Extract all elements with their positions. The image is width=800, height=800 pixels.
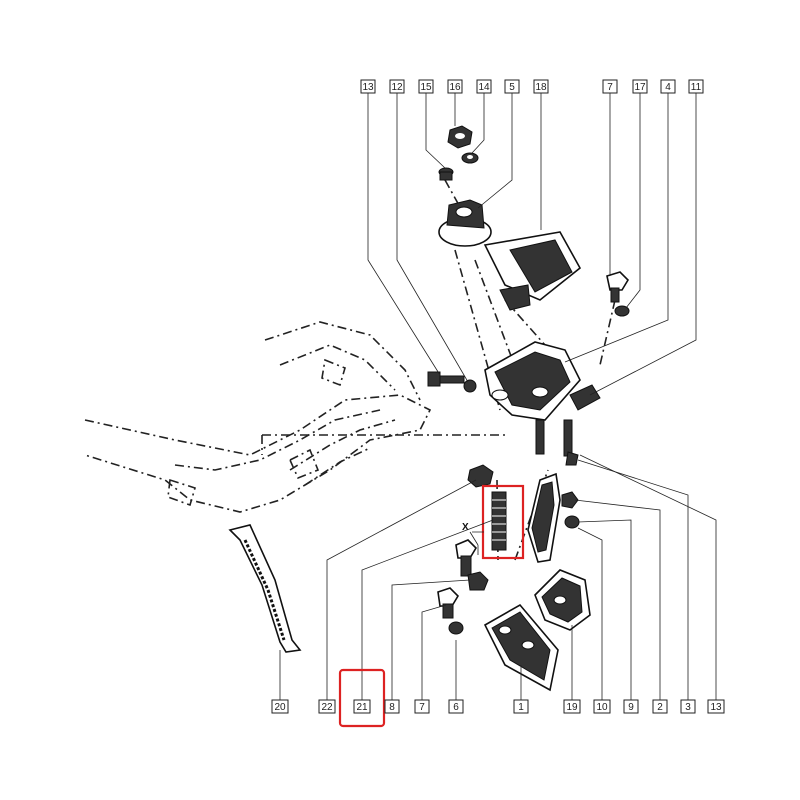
svg-text:21: 21 bbox=[356, 702, 368, 713]
svg-text:15: 15 bbox=[420, 82, 432, 93]
callout-top-7: 7 bbox=[602, 79, 618, 94]
bolt-8 bbox=[455, 539, 478, 577]
callout-bottom-2: 2 bbox=[652, 699, 668, 714]
svg-text:1: 1 bbox=[518, 702, 524, 713]
callout-bottom-9: 9 bbox=[623, 699, 639, 714]
bracket-11 bbox=[569, 384, 601, 411]
callout-bottom-1: 1 bbox=[513, 699, 529, 714]
callout-bottom-19: 19 bbox=[563, 699, 581, 714]
callout-top-12: 12 bbox=[389, 79, 405, 94]
nut-16 bbox=[447, 125, 473, 149]
callout-bottom-13: 13 bbox=[707, 699, 725, 714]
svg-text:18: 18 bbox=[535, 82, 547, 93]
svg-text:3: 3 bbox=[685, 702, 691, 713]
svg-text:19: 19 bbox=[566, 702, 578, 713]
washer-6 bbox=[448, 621, 464, 635]
callout-bottom-7: 7 bbox=[414, 699, 430, 714]
callout-bottom-6: 6 bbox=[448, 699, 464, 714]
bracket-19 bbox=[534, 569, 591, 631]
washer-17 bbox=[614, 305, 630, 317]
svg-text:10: 10 bbox=[596, 702, 608, 713]
callout-bottom-22: 22 bbox=[318, 699, 336, 714]
callout-bottom-21: 21 bbox=[353, 699, 371, 714]
svg-text:22: 22 bbox=[321, 702, 333, 713]
svg-text:4: 4 bbox=[665, 82, 671, 93]
nut-22 bbox=[467, 464, 494, 488]
svg-text:13: 13 bbox=[710, 702, 722, 713]
callout-top-4: 4 bbox=[660, 79, 676, 94]
svg-text:8: 8 bbox=[389, 702, 395, 713]
svg-text:6: 6 bbox=[453, 702, 459, 713]
callout-bottom-8: 8 bbox=[384, 699, 400, 714]
nut-8 bbox=[467, 571, 489, 591]
svg-text:13: 13 bbox=[362, 82, 374, 93]
callout-top-16: 16 bbox=[447, 79, 463, 94]
bracket-18 bbox=[483, 231, 582, 311]
callout-bottom-3: 3 bbox=[680, 699, 696, 714]
callout-top-18: 18 bbox=[533, 79, 549, 94]
washer-15 bbox=[438, 167, 454, 181]
svg-text:14: 14 bbox=[478, 82, 490, 93]
callout-top-11: 11 bbox=[688, 79, 704, 94]
highlight-box-part-21 bbox=[481, 484, 525, 560]
callout-top-15: 15 bbox=[418, 79, 434, 94]
tie-rod-20 bbox=[228, 524, 302, 653]
bolt-12 bbox=[427, 371, 465, 387]
svg-text:20: 20 bbox=[274, 702, 286, 713]
svg-text:7: 7 bbox=[607, 82, 613, 93]
callout-top-13: 13 bbox=[360, 79, 376, 94]
stud-pair bbox=[535, 419, 579, 466]
washer-9 bbox=[564, 515, 580, 529]
nut-3 bbox=[561, 491, 579, 509]
callout-top-5: 5 bbox=[504, 79, 520, 94]
leader-lines bbox=[279, 93, 717, 700]
arm-2 bbox=[527, 472, 561, 563]
dimension-x-label: X bbox=[462, 522, 469, 533]
washer-14 bbox=[461, 152, 479, 164]
dimension-x: X bbox=[462, 522, 484, 555]
stud-21 bbox=[491, 491, 507, 551]
callout-bottom-20: 20 bbox=[271, 699, 289, 714]
svg-text:7: 7 bbox=[419, 702, 425, 713]
highlight-box-callout-21 bbox=[338, 668, 386, 728]
svg-text:17: 17 bbox=[634, 82, 646, 93]
rubber-mount-5 bbox=[438, 199, 492, 247]
support-4 bbox=[484, 341, 581, 421]
washer-13 bbox=[463, 379, 477, 393]
callout-top-14: 14 bbox=[476, 79, 492, 94]
plate-1 bbox=[483, 603, 559, 692]
svg-text:2: 2 bbox=[657, 702, 663, 713]
bolt-7-upper bbox=[606, 271, 630, 303]
subframe-outline bbox=[84, 321, 505, 513]
callout-bottom-10: 10 bbox=[593, 699, 611, 714]
svg-text:9: 9 bbox=[628, 702, 634, 713]
svg-text:11: 11 bbox=[691, 82, 702, 93]
svg-text:5: 5 bbox=[509, 82, 515, 93]
svg-text:16: 16 bbox=[449, 82, 461, 93]
bolt-7-lower bbox=[437, 587, 460, 619]
svg-text:12: 12 bbox=[391, 82, 403, 93]
callout-top-17: 17 bbox=[632, 79, 648, 94]
